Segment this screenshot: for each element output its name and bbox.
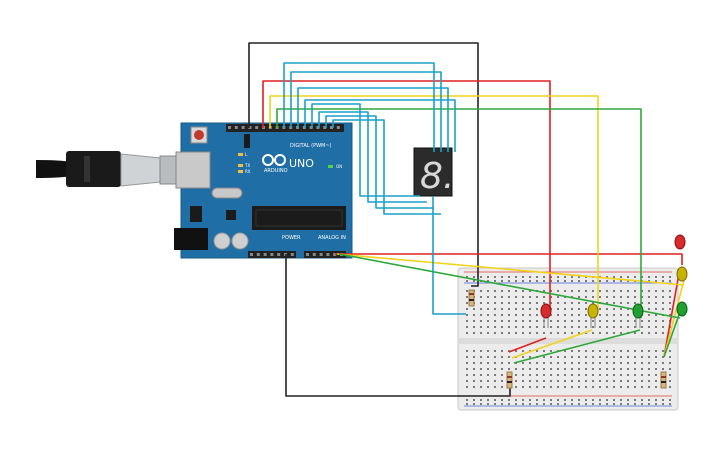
wire-black-gnd-top[interactable] [248,42,479,287]
wire-yellow-bb1[interactable] [511,329,593,359]
wire-blue-common[interactable] [432,196,466,315]
board-model-text: UNO [289,157,314,170]
wire-green-led[interactable] [276,108,642,318]
on-label: ON [336,164,342,169]
seven-segment-display[interactable]: 8. [413,147,454,197]
wire-green-analog[interactable] [338,253,681,319]
usb-cable[interactable] [36,151,183,187]
yellow-led-outside[interactable] [676,266,688,282]
power-header-label: POWER [282,235,301,241]
wire-blue-seg-c[interactable] [297,87,449,152]
arduino-logo: ARDUINO [262,154,288,174]
wire-blue-seg-dp[interactable] [332,119,441,215]
resistor-top[interactable] [468,289,475,307]
arduino-brand-text: ARDUINO [264,168,288,174]
wire-blue-seg-g[interactable] [325,115,434,209]
wire-blue-seg-d[interactable] [304,99,456,152]
wire-blue-seg-f[interactable] [318,111,427,203]
wire-blue-seg-e[interactable] [311,103,420,197]
digital-header-label: DIGITAL (PWM~) [290,143,332,149]
green-led-breadboard[interactable] [632,303,644,328]
analog-header-label: ANALOG IN [318,235,346,241]
wire-yellow-analog[interactable] [336,253,685,286]
l-label: L [245,152,248,157]
wire-green-bb2[interactable] [663,311,681,358]
red-led-breadboard[interactable] [540,303,552,328]
yellow-led-breadboard[interactable] [587,303,599,328]
rx-label: RX [245,169,251,174]
wire-blue-seg-a[interactable] [283,62,435,152]
breadboard-holes [466,276,671,405]
resistor-bottom-right[interactable] [660,371,667,389]
wire-yellow-bb2[interactable] [663,279,685,358]
wire-red-top[interactable] [335,253,683,265]
seven-segment-digit: 8. [420,156,454,197]
wire-red-bb2[interactable] [663,267,681,358]
red-led-outside[interactable] [674,234,686,250]
arduino-uno-board[interactable]: ARDUINO UNO DIGITAL (PWM~) POWER ANALOG … [174,122,353,259]
reset-button[interactable] [190,126,208,144]
green-led-outside[interactable] [676,301,688,317]
resistor-bottom-left[interactable] [506,371,513,389]
tx-label: TX [244,163,250,168]
wire-black-gnd-bottom[interactable] [285,254,511,397]
wire-red-led[interactable] [262,80,551,310]
wire-green-bb1[interactable] [513,329,641,364]
wire-blue-seg-b[interactable] [290,71,442,152]
wire-red-bb1[interactable] [508,337,547,353]
